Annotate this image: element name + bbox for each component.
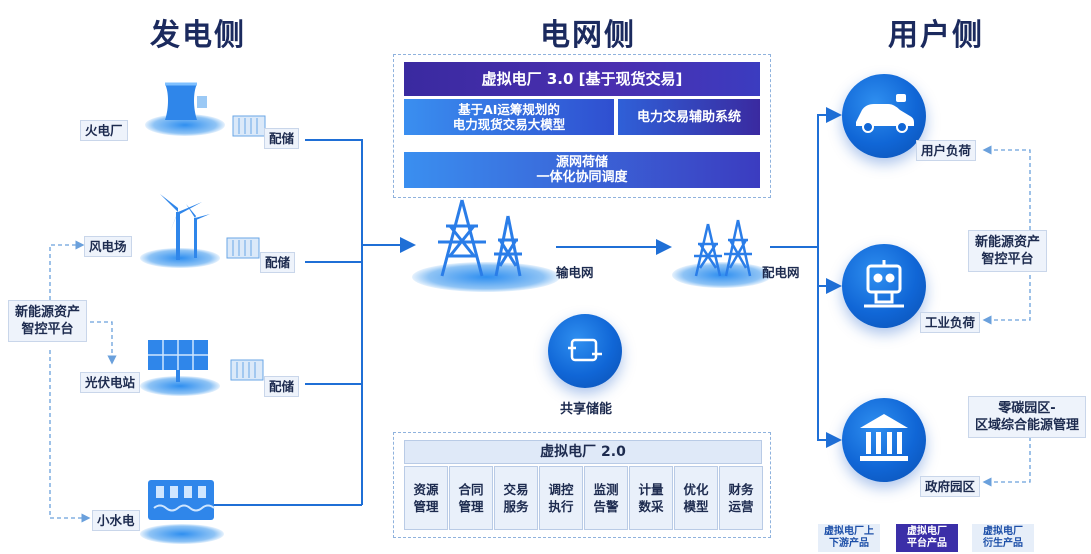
vpp2-module-trading: 交易 服务 xyxy=(494,466,538,530)
plant-label-wind: 风电场 xyxy=(84,236,132,257)
storage-container-icon xyxy=(230,356,264,382)
vpp2-title-bar: 虚拟电厂 2.0 xyxy=(404,440,762,464)
battery-exchange-icon xyxy=(566,334,604,368)
zero-carbon-park-box: 零碳园区- 区域综合能源管理 xyxy=(968,396,1087,438)
coordination-bar: 源网荷储 一体化协同调度 xyxy=(404,152,760,188)
legend-platform: 虚拟电厂 平台产品 xyxy=(896,524,958,552)
generation-asset-platform: 新能源资产 智控平台 xyxy=(8,300,88,342)
government-park-circle xyxy=(842,398,926,482)
distribution-label: 配电网 xyxy=(762,265,800,280)
user-load-label: 用户负荷 xyxy=(916,140,977,161)
shared-storage-circle xyxy=(548,314,622,388)
industrial-load-circle xyxy=(842,244,926,328)
hydro-dam-icon xyxy=(140,474,224,546)
vpp2-module-contract: 合同 管理 xyxy=(449,466,493,530)
storage-label-wind: 配储 xyxy=(260,252,296,273)
plant-label-hydro: 小水电 xyxy=(92,510,140,531)
solar-panel-icon xyxy=(140,334,220,396)
plant-label-thermal: 火电厂 xyxy=(80,120,128,141)
header-user: 用户侧 xyxy=(888,18,984,53)
vpp3-dashed-frame xyxy=(393,54,771,198)
storage-label-thermal: 配储 xyxy=(264,128,300,149)
header-grid: 电网侧 xyxy=(540,18,636,53)
plant-label-solar: 光伏电站 xyxy=(80,372,141,393)
shared-storage-label: 共享储能 xyxy=(560,402,613,417)
legend-derivative: 虚拟电厂 衍生产品 xyxy=(972,524,1034,552)
vpp3-trading-system-bar: 电力交易辅助系统 xyxy=(618,99,760,135)
legend-upstream: 虚拟电厂上 下游产品 xyxy=(818,524,880,552)
header-generation: 发电侧 xyxy=(150,18,246,53)
storage-container-icon xyxy=(232,112,266,138)
vpp2-module-control: 调控 执行 xyxy=(539,466,583,530)
vpp3-ai-model-bar: 基于AI运筹规划的 电力现货交易大模型 xyxy=(404,99,614,135)
vpp2-module-resource: 资源 管理 xyxy=(404,466,448,530)
thermal-plant-icon xyxy=(145,78,225,140)
vpp2-module-optimization: 优化 模型 xyxy=(674,466,718,530)
vpp2-dashed-frame xyxy=(393,432,771,538)
vpp3-title-bar: 虚拟电厂 3.0 [基于现货交易] xyxy=(404,62,760,96)
vpp2-module-metering: 计量 数采 xyxy=(629,466,673,530)
robot-icon xyxy=(862,256,906,314)
ev-car-icon xyxy=(852,94,918,136)
transmission-tower-icon xyxy=(412,196,560,296)
government-park-label: 政府园区 xyxy=(920,476,981,497)
transmission-label: 输电网 xyxy=(556,265,594,280)
user-asset-platform: 新能源资产 智控平台 xyxy=(968,230,1048,272)
distribution-tower-icon xyxy=(672,214,772,292)
industrial-load-label: 工业负荷 xyxy=(920,312,981,333)
storage-container-icon xyxy=(226,234,260,260)
vpp2-module-finance: 财务 运营 xyxy=(719,466,763,530)
wind-turbine-icon xyxy=(140,188,220,270)
storage-label-solar: 配储 xyxy=(264,376,300,397)
government-building-icon xyxy=(858,412,910,468)
vpp2-module-monitor: 监测 告警 xyxy=(584,466,628,530)
